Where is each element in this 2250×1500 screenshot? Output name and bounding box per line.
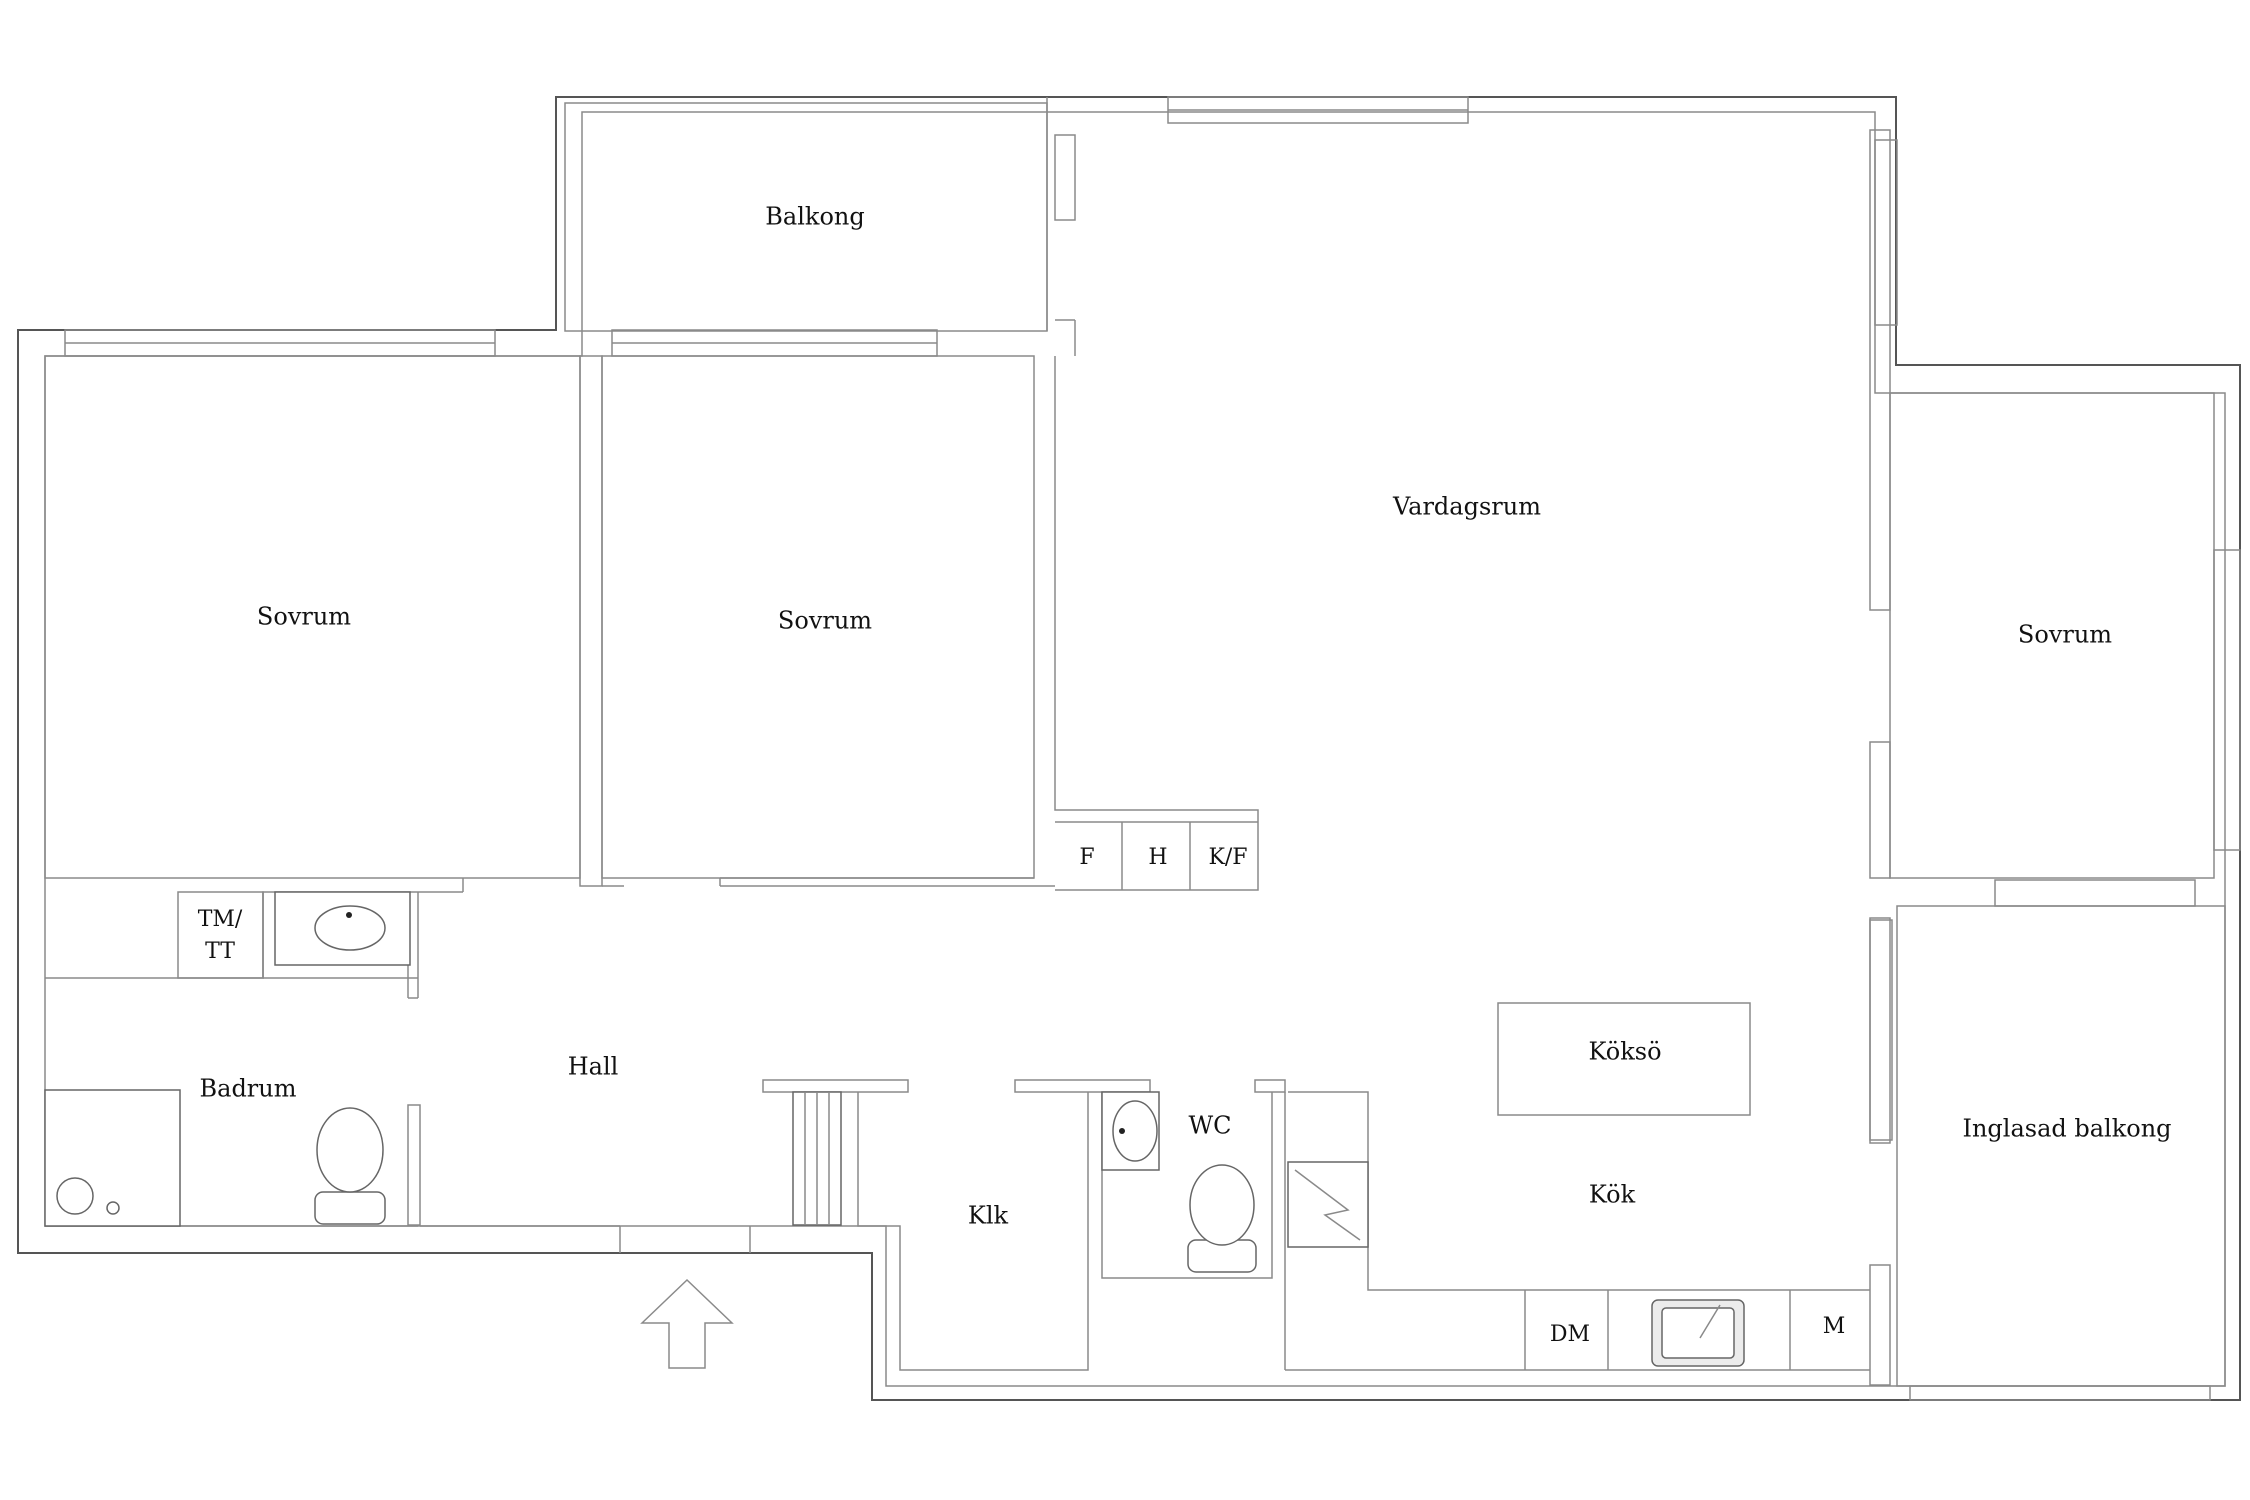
toilet-icon <box>1187 1164 1257 1273</box>
room-label-sovrum-1: Sovrum <box>257 603 351 631</box>
sink-icon <box>1101 1091 1160 1171</box>
closet-label-tm-line1: TM/ <box>198 907 243 932</box>
room-label-klk: Klk <box>968 1202 1009 1230</box>
closet-label-tm-line2: TT <box>205 939 235 964</box>
sink-icon <box>274 891 411 966</box>
closet-label-f: F <box>1079 845 1094 870</box>
electrical-panel-icon <box>1287 1161 1369 1248</box>
room-label-sovrum-3: Sovrum <box>2018 621 2112 649</box>
kitchen-sink-icon <box>1651 1299 1745 1367</box>
radiator-icon <box>792 1091 842 1226</box>
room-label-badrum: Badrum <box>200 1075 297 1103</box>
balkong-area <box>564 97 1076 332</box>
room-label-kok: Kök <box>1589 1181 1636 1209</box>
closet-label-kf: K/F <box>1208 845 1247 870</box>
closet-label-h: H <box>1148 845 1167 870</box>
toilet-icon <box>314 1107 386 1225</box>
room-label-sovrum-2: Sovrum <box>778 607 872 635</box>
kitchen-island <box>1497 1002 1751 1116</box>
room-label-koksö: Köksö <box>1588 1038 1661 1066</box>
entrance-arrow-icon <box>640 1278 734 1369</box>
shower-icon <box>44 1089 181 1227</box>
room-label-vardagsrum: Vardagsrum <box>1392 493 1541 521</box>
room-label-inglasad-balkong: Inglasad balkong <box>1962 1115 2171 1143</box>
room-label-balkong: Balkong <box>765 203 864 231</box>
room-label-wc: WC <box>1188 1112 1231 1140</box>
windows <box>64 96 2241 1401</box>
room-label-hall: Hall <box>568 1053 619 1081</box>
closet-label-dm: DM <box>1550 1322 1590 1347</box>
closet-label-m: M <box>1823 1314 1846 1339</box>
